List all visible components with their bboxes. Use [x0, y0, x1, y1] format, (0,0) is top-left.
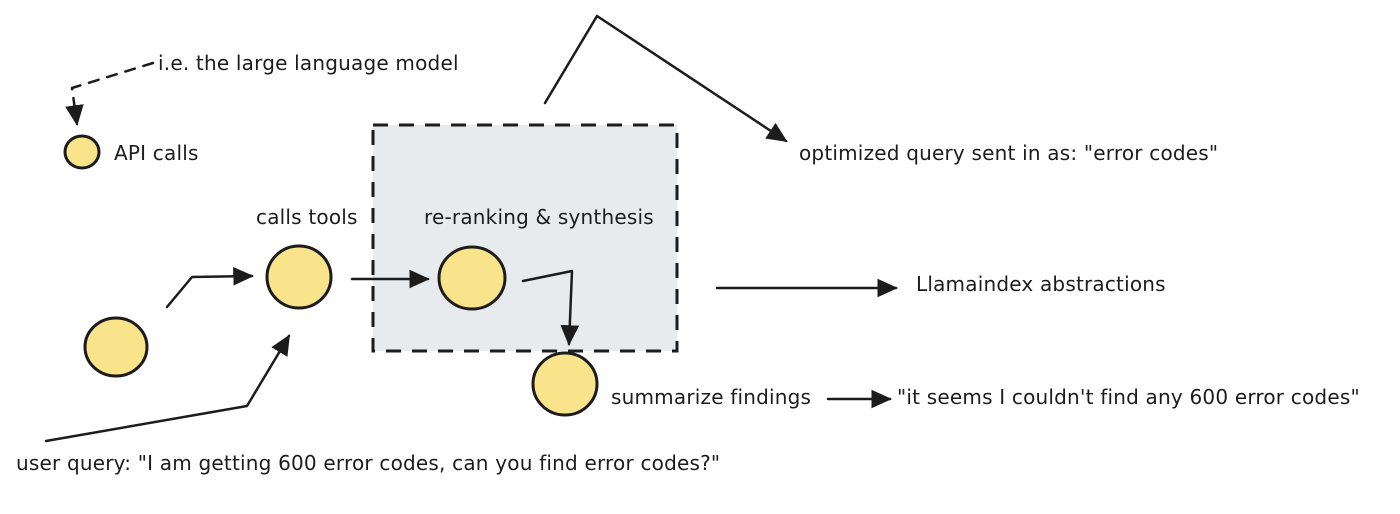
summarize-label: summarize findings [611, 385, 812, 409]
arrow-llm-note-to-api-node [65, 61, 155, 126]
arrow-box-to-optimized-query [543, 14, 788, 143]
rerank-node [437, 245, 507, 311]
summarize-node [531, 351, 599, 417]
calls-tools-label: calls tools [256, 205, 358, 229]
api-calls-node [63, 134, 101, 170]
result-quote-label: "it seems I couldn't find any 600 error … [897, 385, 1360, 409]
llm-note-label: i.e. the large language model [158, 51, 459, 75]
arrow-start-to-calls-tools [165, 266, 254, 309]
rerank-label: re-ranking & synthesis [424, 205, 654, 229]
arrow-user-query-to-calls-tools [44, 334, 291, 443]
start-node [83, 316, 149, 378]
arrow-rerank-to-summarize [521, 269, 580, 346]
api-calls-label: API calls [114, 141, 199, 165]
calls-tools-node [265, 244, 333, 310]
user-query-label: user query: "I am getting 600 error code… [16, 451, 721, 475]
rerank-zone-box [371, 123, 679, 353]
optimized-query-label: optimized query sent in as: "error codes… [799, 141, 1219, 165]
llamaindex-label: Llamaindex abstractions [916, 272, 1166, 296]
